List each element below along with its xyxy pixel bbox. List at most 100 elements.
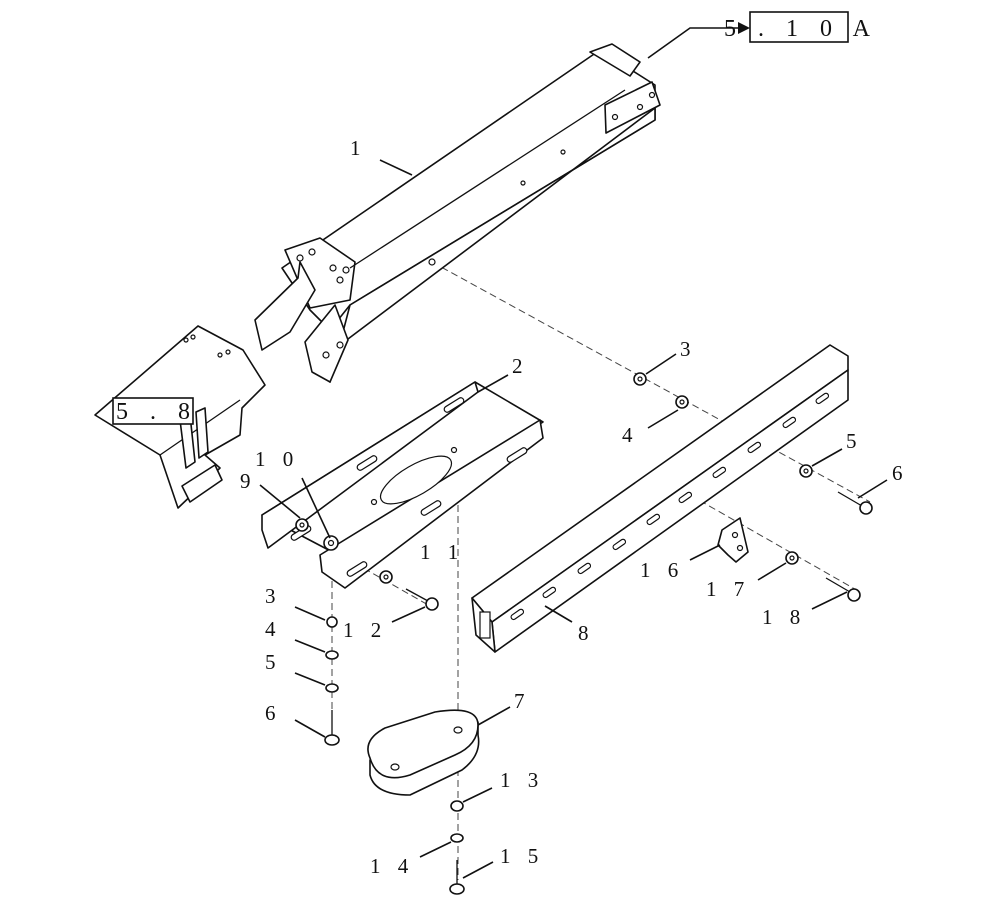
long-rail-part-8	[471, 344, 849, 653]
leader-15	[462, 861, 494, 879]
bolt-12	[405, 588, 439, 611]
fasteners	[295, 372, 873, 895]
leader-18	[811, 591, 848, 610]
ref-box	[112, 397, 194, 425]
beam-hole	[636, 103, 644, 111]
bracket-hole	[736, 544, 744, 552]
callout-17: 1 7	[706, 577, 750, 601]
beam-hole	[336, 341, 344, 349]
beam-hole	[428, 258, 436, 266]
callout-10: 1 0	[255, 447, 299, 471]
main-beam-fork-right	[304, 304, 349, 383]
rail-end-opening	[479, 611, 491, 639]
nut-3-left	[326, 616, 338, 628]
cover-hole	[183, 337, 189, 343]
pad-hole	[390, 763, 400, 771]
leader-4-left	[294, 639, 326, 653]
washer-14	[450, 833, 464, 843]
washer-bore	[383, 574, 389, 580]
callout-15: 1 5	[500, 844, 544, 868]
beam-hole	[560, 149, 566, 155]
rail-slot	[712, 466, 727, 479]
rail-slot	[678, 491, 693, 504]
bolt-15	[449, 860, 465, 895]
washer-5-left	[325, 683, 339, 693]
callout-13: 1 3	[500, 768, 544, 792]
leader-6-left	[294, 719, 326, 738]
channel-bracket-part-2	[261, 381, 544, 589]
callout-5: 5	[846, 429, 863, 453]
small-bracket-part-16	[717, 517, 749, 563]
callout-9: 9	[240, 469, 257, 493]
washer-bore	[679, 399, 685, 405]
bolt-head	[425, 597, 439, 611]
nut-bore	[637, 376, 643, 382]
nut-bore	[299, 522, 305, 528]
leader-5	[811, 448, 843, 467]
callout-11: 1 1	[420, 540, 464, 564]
leader-7	[477, 706, 511, 726]
pad-hole	[453, 726, 463, 734]
cover-plate-slot	[195, 407, 209, 459]
washer-bore	[789, 555, 795, 561]
bolt-shank	[405, 588, 429, 602]
rail-slot	[815, 392, 830, 405]
bolt-6-left	[324, 710, 340, 746]
channel-slot	[346, 561, 368, 577]
beam-hole	[296, 254, 304, 262]
leader-1	[379, 159, 413, 176]
callout-16: 1 6	[640, 558, 684, 582]
beam-hole	[336, 276, 344, 284]
leader-2	[477, 374, 509, 393]
leader-4	[647, 409, 679, 429]
beam-hole	[322, 351, 330, 359]
beam-hole	[648, 91, 656, 99]
leader-3-left	[294, 606, 326, 621]
bolt-6-right	[837, 491, 873, 515]
leader-ref-5-10a	[647, 27, 738, 59]
callout-4-left: 4	[265, 617, 282, 641]
washer-bore	[327, 539, 335, 547]
rail-slot	[747, 441, 762, 454]
leader-17	[757, 562, 787, 581]
callout-12: 1 2	[343, 618, 387, 642]
rail-slot	[612, 538, 627, 551]
main-beam-end-lug	[589, 43, 641, 77]
callout-6-left: 6	[265, 701, 282, 725]
callout-1: 1	[350, 136, 367, 160]
rail-slot	[577, 562, 592, 575]
ref-label: 5 . 1 0 A	[724, 16, 878, 42]
callout-labels: 1 2 3 4 5 6 3 4 5 6 7 8 9 1 0 1 1 1 2 1 …	[240, 136, 903, 878]
beam-hole	[520, 180, 526, 186]
pad-part-7	[367, 709, 480, 796]
nut-13	[450, 800, 464, 812]
rail-slot	[510, 608, 525, 621]
callout-8: 8	[578, 621, 595, 645]
bolt-head	[324, 734, 340, 746]
main-beam-part-1	[254, 43, 661, 383]
callout-2: 2	[512, 354, 529, 378]
callout-4: 4	[622, 423, 639, 447]
beam-hole	[308, 248, 316, 256]
bolt-shank	[837, 491, 863, 507]
washer-4-left	[325, 650, 339, 660]
leader-14	[419, 841, 452, 858]
centerline-side-bolt	[334, 551, 431, 607]
leader-12	[391, 606, 426, 623]
centerline-main-beam	[431, 261, 871, 503]
channel-hole	[370, 498, 378, 506]
channel-slot	[356, 455, 378, 471]
callout-7: 7	[514, 689, 531, 713]
callout-3: 3	[680, 337, 697, 361]
ref-label: 5 . 8	[116, 399, 198, 425]
cover-hole	[217, 352, 223, 358]
reference-5-10a: 5 . 1 0 A	[724, 11, 878, 43]
leader-9	[259, 484, 301, 519]
channel-slot	[420, 500, 442, 516]
beam-hole	[342, 266, 350, 274]
leader-10	[301, 477, 331, 539]
leader-3	[645, 353, 677, 375]
channel-slot	[506, 447, 528, 463]
bracket-hole	[731, 531, 739, 539]
